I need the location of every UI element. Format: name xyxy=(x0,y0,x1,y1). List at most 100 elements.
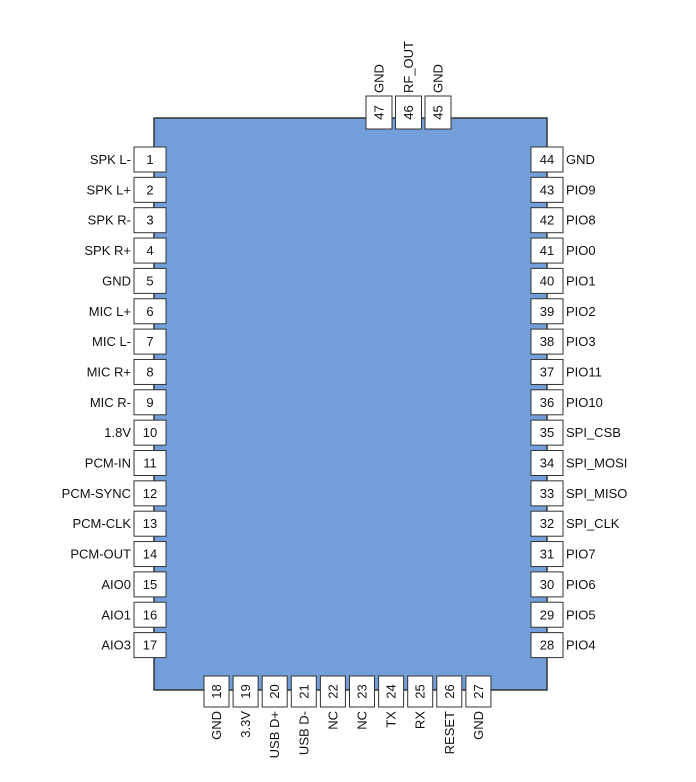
pin-46: 46 RF_OUT xyxy=(395,41,422,130)
pin-label: MIC R- xyxy=(90,395,131,410)
pin-label: PIO11 xyxy=(566,364,602,379)
pin-box xyxy=(133,358,167,385)
pin-box xyxy=(133,207,167,234)
pin-box xyxy=(530,571,564,598)
pin-number: 14 xyxy=(143,547,157,562)
pin-label: USB D- xyxy=(296,711,311,755)
pin-label: MIC R+ xyxy=(87,364,131,379)
pin-box xyxy=(530,298,564,325)
pin-label: AIO3 xyxy=(101,638,131,653)
pin-label: SPI_CSB xyxy=(566,425,621,440)
pin-box xyxy=(203,675,230,708)
pin-box xyxy=(530,358,564,385)
pin-label: RF_OUT xyxy=(401,41,416,93)
pin-box xyxy=(530,207,564,234)
pin-number: 13 xyxy=(143,516,157,531)
pin-label: GND xyxy=(471,711,486,740)
pin-label: MIC L- xyxy=(92,334,131,349)
pin-box xyxy=(261,675,288,708)
pin-37: 37 PIO11 xyxy=(530,358,602,385)
pin-box xyxy=(133,450,167,476)
pin-label: USB D+ xyxy=(267,711,282,758)
pin-number: 25 xyxy=(413,684,428,698)
pin-box xyxy=(530,267,564,294)
pin-box xyxy=(530,389,564,416)
pin-box xyxy=(465,675,492,708)
pin-box xyxy=(133,267,167,294)
pin-label: GND xyxy=(102,273,131,288)
pin-number: 20 xyxy=(267,684,282,698)
pin-label: PCM-IN xyxy=(85,456,131,471)
pin-number: 45 xyxy=(431,105,446,119)
pin-number: 3 xyxy=(146,213,153,228)
pin-box xyxy=(133,601,167,628)
pin-box xyxy=(530,541,564,568)
pin-number: 26 xyxy=(442,684,457,698)
pin-number: 39 xyxy=(540,304,554,319)
pin-number: 28 xyxy=(540,638,554,653)
pin-label: SPI_CLK xyxy=(566,516,620,531)
pin-number: 32 xyxy=(540,516,554,531)
pin-number: 24 xyxy=(384,684,399,698)
pin-box xyxy=(530,632,564,659)
pin-label: PIO9 xyxy=(566,182,596,197)
pin-number: 42 xyxy=(540,213,554,228)
pin-label: PIO6 xyxy=(566,577,596,592)
pin-box xyxy=(424,95,452,130)
pin-number: 16 xyxy=(143,607,157,622)
pin-box xyxy=(530,176,564,203)
pin-label: PIO2 xyxy=(566,304,596,319)
pin-box xyxy=(530,328,564,355)
pin-number: 37 xyxy=(540,364,554,379)
pin-label: SPI_MISO xyxy=(566,486,627,501)
pin-box xyxy=(530,510,564,537)
pin-label: GND xyxy=(566,152,595,167)
pin-box xyxy=(133,510,167,537)
pin-box xyxy=(133,541,167,568)
pin-39: 39 PIO2 xyxy=(530,298,596,325)
pin-box xyxy=(133,237,167,264)
pin-10: 101.8V xyxy=(104,419,167,446)
pin-label: SPI_MOSI xyxy=(566,456,627,471)
pin-box xyxy=(133,480,167,507)
pin-number: 46 xyxy=(401,105,416,119)
pin-19: 193.3V xyxy=(232,675,259,738)
pin-number: 21 xyxy=(296,684,311,698)
pin-label: PIO5 xyxy=(566,607,596,622)
pin-number: 38 xyxy=(540,334,554,349)
pin-number: 27 xyxy=(471,684,486,698)
pin-label: SPK L- xyxy=(90,152,131,167)
pin-label: RESET xyxy=(442,711,457,754)
pin-label: NC xyxy=(355,711,370,730)
pin-label: AIO0 xyxy=(101,577,131,592)
pin-box xyxy=(530,419,564,446)
pin-number: 47 xyxy=(372,105,387,119)
pin-label: NC xyxy=(325,711,340,730)
pin-number: 4 xyxy=(146,243,153,258)
pin-label: 3.3V xyxy=(238,711,253,738)
pin-box xyxy=(319,675,346,708)
pin-number: 10 xyxy=(143,425,157,440)
pin-number: 2 xyxy=(146,182,153,197)
